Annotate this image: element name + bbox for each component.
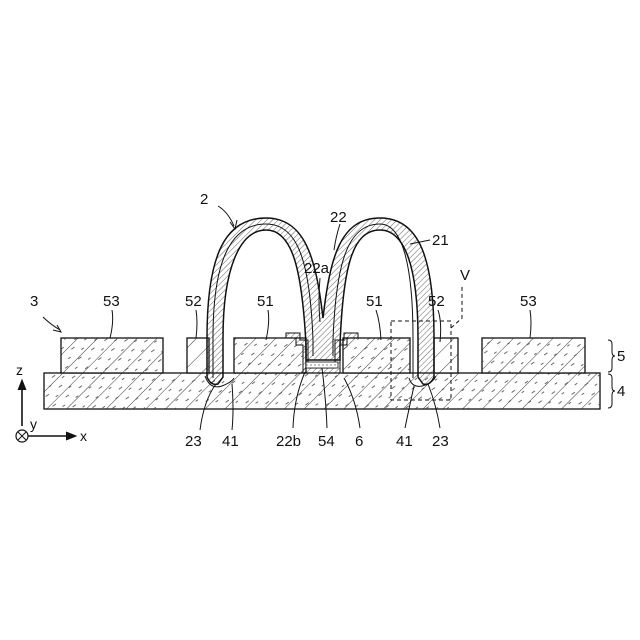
label-41-right: 41 (396, 433, 413, 450)
substrate-4 (44, 373, 600, 409)
label-3: 3 (30, 293, 38, 310)
axis-z-label: z (16, 362, 23, 378)
label-2: 2 (200, 191, 208, 208)
label-53-right: 53 (520, 293, 537, 310)
label-23-left: 23 (185, 433, 202, 450)
label-23-right: 23 (432, 433, 449, 450)
brace-marks (608, 340, 615, 408)
label-52-right: 52 (428, 293, 445, 310)
label-21: 21 (432, 232, 449, 249)
label-54: 54 (318, 433, 335, 450)
label-52-left: 52 (185, 293, 202, 310)
label-53-left: 53 (103, 293, 120, 310)
axis-y-label: y (30, 416, 37, 432)
label-6: 6 (355, 433, 363, 450)
label-51-right: 51 (366, 293, 383, 310)
label-22b: 22b (276, 433, 301, 450)
axis-x-label: x (80, 428, 87, 444)
label-v: V (460, 267, 470, 284)
label-4: 4 (617, 383, 625, 400)
label-22a: 22a (304, 260, 330, 277)
label-22: 22 (330, 209, 347, 226)
label-41-left: 41 (222, 433, 239, 450)
label-5: 5 (617, 348, 625, 365)
label-51-left: 51 (257, 293, 274, 310)
